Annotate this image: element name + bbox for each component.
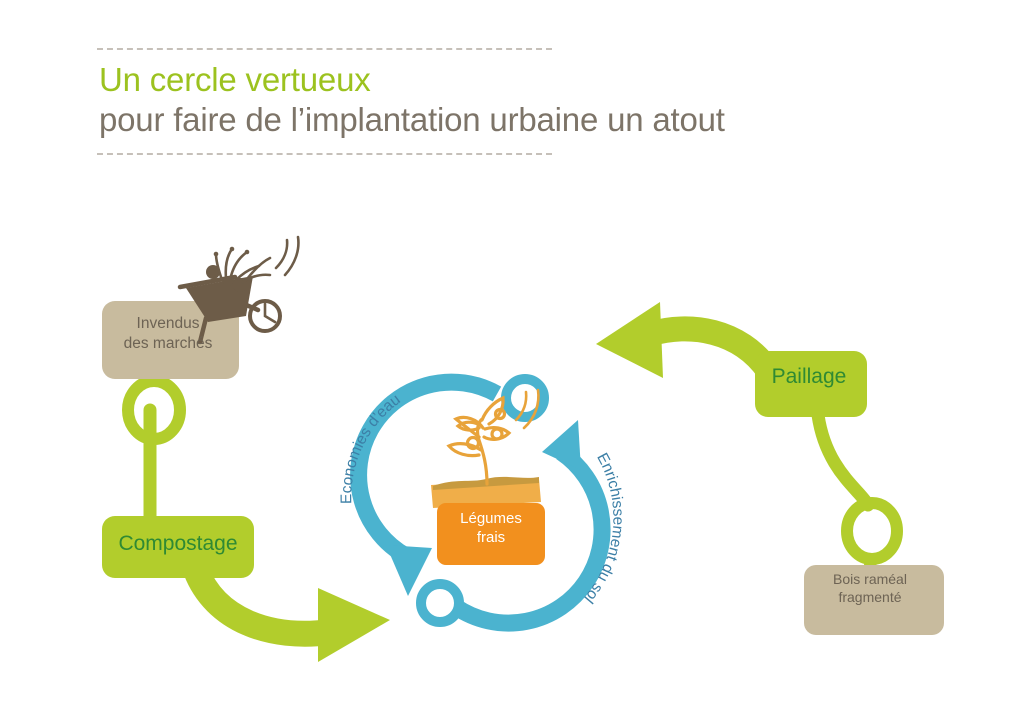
node-paillage[interactable] [755, 351, 867, 417]
node-bois-rameal[interactable] [804, 565, 944, 635]
title-line-primary: Un cercle vertueux [99, 61, 371, 98]
node-legumes-frais[interactable] [431, 476, 545, 565]
page-title: Un cercle vertueux pour faire de l’impla… [97, 50, 887, 143]
node-compostage[interactable] [102, 516, 254, 578]
title-line-secondary: pour faire de l’implantation urbaine un … [99, 101, 725, 139]
connector-paillage-to-bois [811, 408, 903, 578]
header-rule-top [97, 48, 552, 50]
connector-invendus-to-compostage [122, 375, 186, 539]
arrow-paillage-to-cycle [596, 302, 779, 378]
wheelbarrow-icon [177, 235, 300, 345]
sprout-icon [446, 388, 540, 486]
page-header: Un cercle vertueux pour faire de l’impla… [97, 48, 887, 155]
arrow-compostage-to-cycle [183, 564, 390, 662]
header-rule-bottom [97, 152, 552, 155]
cycle-ring [350, 373, 611, 632]
